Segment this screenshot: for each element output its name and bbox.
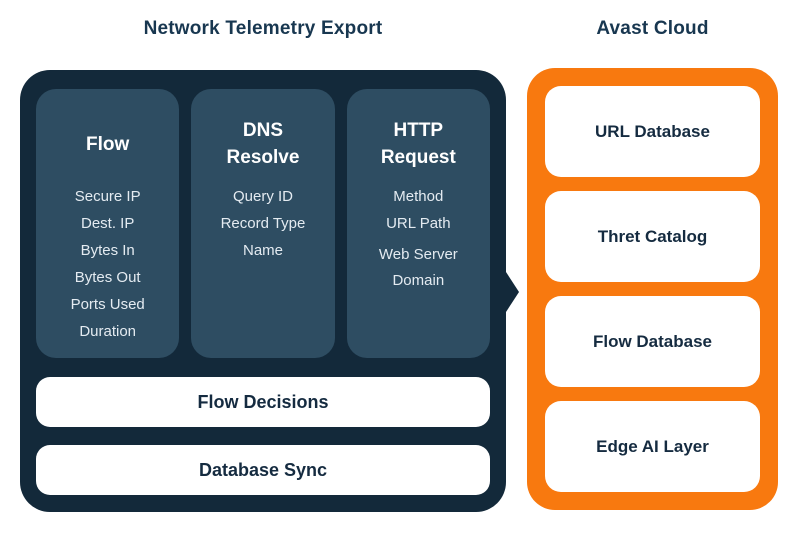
left-section-title: Network Telemetry Export — [143, 18, 383, 39]
flow-column: Flow Secure IP Dest. IP Bytes In Bytes O… — [36, 89, 180, 358]
dns-resolve-column: DNS Resolve Query ID Record Type Name — [191, 89, 335, 358]
flow-column-items: Secure IP Dest. IP Bytes In Bytes Out Po… — [36, 183, 179, 345]
right-section-title: Avast Cloud — [596, 18, 709, 39]
connector-arrow-icon — [506, 272, 519, 312]
http-item: Method — [393, 188, 444, 205]
dns-item: Record Type — [220, 215, 306, 232]
http-item: URL Path — [386, 215, 451, 232]
http-request-column-items: Method URL Path Web Server Domain — [347, 183, 490, 294]
flow-database-box: Flow Database — [545, 296, 760, 387]
dns-item: Query ID — [232, 188, 293, 205]
url-database-box: URL Database — [545, 86, 760, 177]
dns-resolve-column-title: DNS Resolve — [226, 120, 300, 168]
flow-decisions-bar: Flow Decisions — [36, 377, 490, 427]
http-item: Web Server Domain — [378, 246, 458, 289]
threat-catalog-box: Thret Catalog — [545, 191, 760, 282]
dns-resolve-column-items: Query ID Record Type Name — [191, 183, 334, 264]
dns-item: Name — [242, 242, 283, 259]
flow-item: Duration — [79, 323, 137, 340]
flow-item: Secure IP — [74, 188, 141, 205]
flow-column-title: Flow — [86, 133, 130, 155]
cloud-panel: URL Database Thret Catalog Flow Database… — [527, 68, 778, 510]
http-request-column: HTTP Request Method URL Path Web Server … — [346, 89, 490, 358]
edge-ai-layer-box: Edge AI Layer — [545, 401, 760, 492]
flow-item: Ports Used — [70, 296, 145, 313]
flow-item: Bytes In — [80, 242, 135, 259]
database-sync-bar: Database Sync — [36, 445, 490, 495]
telemetry-panel: Flow Secure IP Dest. IP Bytes In Bytes O… — [20, 70, 519, 512]
flow-item: Bytes Out — [74, 269, 141, 286]
telemetry-columns: Flow Secure IP Dest. IP Bytes In Bytes O… — [36, 89, 490, 358]
flow-item: Dest. IP — [80, 215, 135, 232]
http-request-column-title: HTTP Request — [380, 120, 456, 168]
